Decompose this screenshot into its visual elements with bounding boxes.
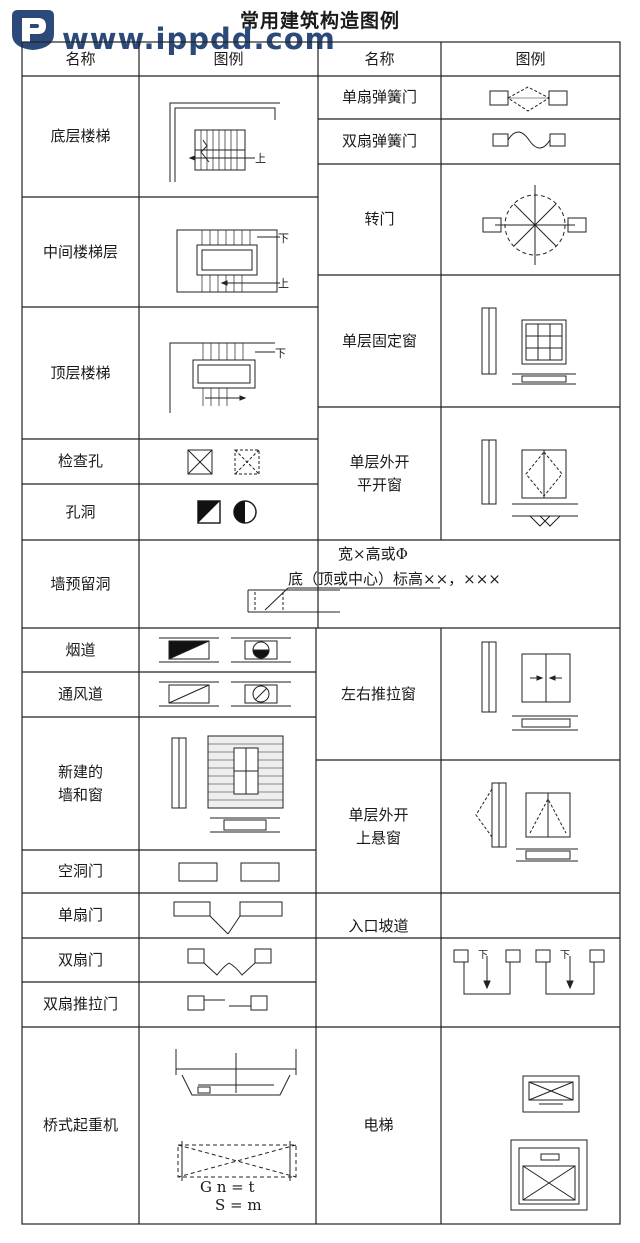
header-legend-right: 图例 (515, 49, 546, 68)
header-legend-left: 图例 (213, 49, 244, 68)
sliding-window-drawing (478, 638, 588, 738)
fixed-window-drawing (478, 302, 588, 392)
name-new-wall: 新建的 墙和窗 (57, 763, 103, 804)
header-name-right: 名称 (364, 49, 395, 68)
ground-stair-drawing (165, 100, 285, 185)
crane-s-text: S = m (215, 1196, 262, 1214)
name-elevator: 电梯 (363, 1116, 394, 1135)
name-open-door: 空洞门 (57, 862, 103, 881)
ramp-down-label-1: 下 (478, 950, 488, 961)
double-door-drawing (185, 945, 275, 977)
name-single-spring-door: 单扇弹簧门 (341, 88, 417, 107)
name-single-door: 单扇门 (57, 906, 103, 925)
header-name-left: 名称 (65, 49, 96, 68)
middle-stair-up-label: 上 (278, 277, 289, 290)
ramp-down-label-2: 下 (560, 950, 570, 961)
wall-hole-elev-text: 底（顶或中心）标高××，××× (288, 570, 501, 588)
top-stair-drawing (165, 338, 285, 418)
inspection-drawing (185, 448, 265, 476)
name-vent: 通风道 (57, 685, 103, 704)
name-fixed-window: 单层固定窗 (341, 331, 417, 350)
open-door-drawing (175, 860, 285, 884)
revolving-door-drawing (480, 180, 590, 270)
name-middle-stair: 中间楼梯层 (42, 242, 118, 261)
crane-drawing (170, 1045, 305, 1185)
casement-window-drawing (478, 432, 588, 532)
elevator-drawing (505, 1070, 595, 1215)
crane-gn-text: G n = t (200, 1178, 255, 1196)
single-door-drawing (170, 898, 290, 936)
top-hung-window-drawing (470, 775, 590, 875)
watermark-logo (12, 10, 54, 50)
name-top-hung-window: 单层外开 上悬窗 (348, 806, 409, 847)
wall-hole-size-text: 宽×高或Φ (338, 545, 408, 563)
ground-stair-up-label: 上 (255, 152, 266, 165)
name-inspection: 检查孔 (57, 452, 103, 471)
name-ramp: 入口坡道 (348, 917, 409, 936)
flue-drawing (157, 634, 297, 668)
double-spring-door-drawing (490, 126, 570, 156)
name-flue: 烟道 (65, 640, 96, 659)
name-casement-window: 单层外开 平开窗 (349, 453, 410, 494)
single-spring-door-drawing (487, 85, 572, 113)
name-sliding-window: 左右推拉窗 (340, 684, 416, 703)
wall-hole-drawing (240, 560, 480, 620)
vent-drawing (157, 678, 297, 712)
top-stair-down-label: 下 (275, 347, 286, 360)
name-double-spring-door: 双扇弹簧门 (341, 132, 417, 151)
name-wall-hole: 墙预留洞 (50, 574, 111, 593)
name-double-door: 双扇门 (57, 950, 103, 969)
name-hole: 孔洞 (65, 502, 96, 521)
name-ground-stair: 底层楼梯 (50, 127, 111, 146)
name-crane: 桥式起重机 (42, 1116, 118, 1135)
middle-stair-drawing (172, 225, 292, 300)
hole-drawing (195, 499, 265, 527)
name-revolving-door: 转门 (364, 210, 395, 229)
middle-stair-down-label: 下 (278, 232, 289, 245)
ramp-drawing (450, 944, 610, 1000)
page-title: 常用建筑构造图例 (239, 10, 400, 32)
double-slide-door-drawing (185, 992, 275, 1016)
name-top-stair: 顶层楼梯 (50, 363, 111, 382)
watermark-text: www.ippdd.com (62, 22, 336, 56)
name-double-slide-door: 双扇推拉门 (42, 995, 118, 1014)
new-wall-window-drawing (160, 730, 300, 840)
